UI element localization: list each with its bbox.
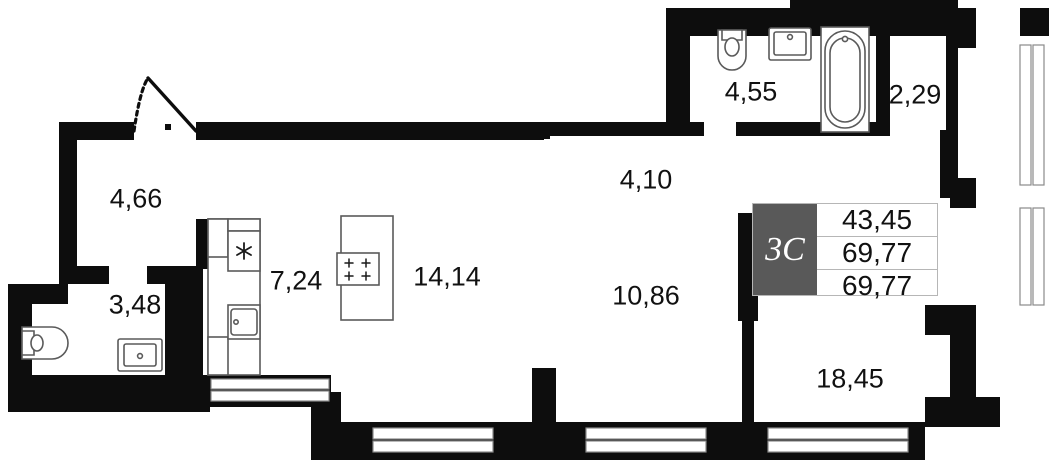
wall-bottom-left [8, 375, 210, 412]
kitchen-sink-icon [227, 304, 261, 340]
wall-interior-kitchen-stub [147, 266, 203, 284]
windows-layer [210, 44, 1045, 453]
sink-bathroom-icon [768, 27, 812, 61]
wall-left-jog [59, 266, 109, 284]
entry-door [132, 76, 198, 133]
window-bottom-left [372, 427, 494, 453]
door-swing-arc-icon [132, 76, 150, 133]
unit-info-badge: 3С 43,45 69,77 69,77 [752, 203, 938, 301]
wall-interior-kitchen-left [165, 266, 203, 376]
wall-right-inner-divider-2 [940, 130, 958, 198]
window-kitchen-bottom [210, 378, 330, 402]
wall-nub-hall [165, 124, 171, 130]
wall-right-bottom-h [925, 305, 976, 335]
toilet-bathroom-icon [717, 29, 747, 71]
fixtures-layer [21, 26, 870, 376]
room-label-hall: 4,66 [109, 183, 163, 214]
room-label-wc: 3,48 [108, 289, 162, 320]
wall-nub-top-center [536, 133, 550, 139]
window-bottom-right [767, 427, 909, 453]
refrigerator-icon [227, 230, 261, 272]
unit-area-with-balcony: 69,77 [841, 270, 913, 301]
sink-wc-left-icon [117, 338, 163, 372]
wall-right-far-top [1020, 8, 1049, 36]
window-bottom-middle [585, 427, 707, 453]
unit-area-living: 43,45 [817, 204, 937, 237]
bathtub-icon [820, 26, 870, 133]
window-right-upper [1019, 44, 1045, 186]
room-label-corridor: 4,10 [619, 164, 673, 195]
room-label-kitchen-zone: 7,24 [269, 265, 323, 296]
wall-bath-right [876, 32, 890, 136]
room-label-loggia-top: 2,29 [888, 79, 942, 110]
wall-top-left-b [196, 122, 544, 140]
door-leaf-icon [146, 76, 198, 133]
unit-area-total: 69,77 [817, 237, 937, 270]
wall-right-inner-divider [946, 36, 958, 132]
wall-bath-top-right [790, 0, 958, 20]
wall-left-outer-upper [59, 122, 77, 284]
wall-bath-bottom-left-stub [666, 122, 704, 136]
room-label-bathroom: 4,55 [724, 76, 778, 107]
wall-left-top-of-wc [8, 284, 68, 304]
wall-top-center [536, 122, 688, 136]
toilet-wc-left-icon [21, 326, 69, 360]
window-right-lower [1019, 207, 1045, 306]
wall-partition-bedroom-thin [742, 300, 754, 424]
cooktop-icon [336, 215, 394, 321]
wall-bath-left [666, 8, 690, 132]
unit-type-label: 3С [753, 204, 817, 295]
wall-top-left-a [59, 122, 134, 140]
wall-right-bottom-h2 [925, 397, 1000, 427]
room-label-bedroom: 18,45 [816, 363, 884, 394]
wall-partition-bottom-stub [532, 368, 556, 424]
room-label-living-kitchen: 14,14 [413, 261, 481, 292]
room-label-living-room: 10,86 [612, 280, 680, 311]
unit-area-values: 43,45 69,77 69,77 [817, 204, 937, 301]
